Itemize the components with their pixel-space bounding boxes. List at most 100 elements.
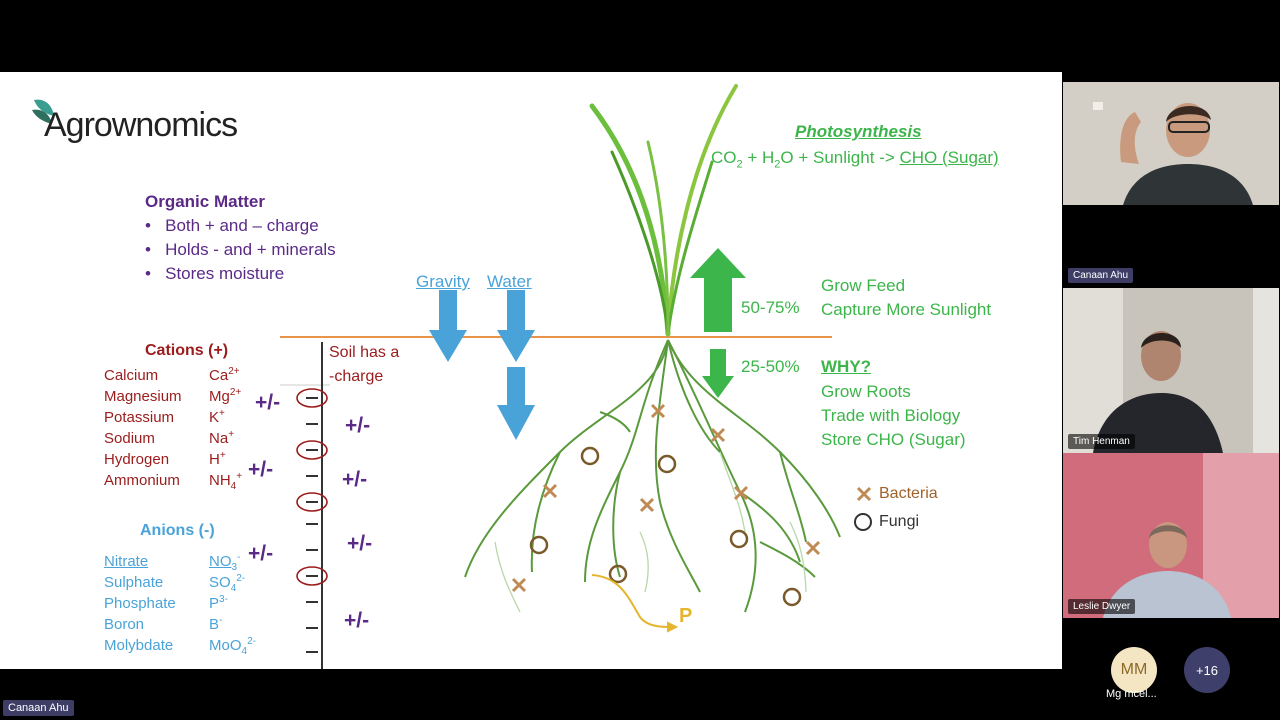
plus-minus-sign: +/- bbox=[342, 468, 368, 491]
bacteria-legend-icon bbox=[856, 486, 872, 502]
ion-symbol: NH bbox=[209, 472, 231, 489]
leaf-logo-icon bbox=[32, 99, 54, 124]
gravity-arrow-icon bbox=[429, 290, 467, 362]
soil-charge-line1: Soil has a bbox=[329, 344, 400, 361]
phosphorus-label: P bbox=[679, 605, 693, 627]
ion-row: Hydrogen H+ bbox=[104, 450, 226, 468]
ion-symbol: SO bbox=[209, 574, 231, 591]
fungi-legend-icon bbox=[854, 513, 872, 531]
eq-part: CO bbox=[711, 148, 737, 167]
plus-minus-sign: +/- bbox=[248, 458, 274, 481]
ion-superscript: 2- bbox=[247, 636, 256, 647]
plus-minus-sign: +/- bbox=[344, 609, 370, 632]
participant-video-tile[interactable] bbox=[1063, 453, 1279, 618]
bacteria-markers bbox=[511, 403, 821, 593]
organic-matter-item: • Holds - and + minerals bbox=[145, 240, 336, 259]
ion-superscript: 2+ bbox=[229, 387, 242, 398]
up-arrow-icon bbox=[690, 248, 746, 332]
up-text-1: Grow Feed bbox=[821, 276, 906, 295]
ion-symbol: Ca bbox=[209, 367, 229, 384]
ion-name: Potassium bbox=[104, 409, 175, 426]
participant-name-badge: Canaan Ahu bbox=[1068, 268, 1134, 283]
ion-superscript: + bbox=[236, 471, 243, 482]
fungi-markers bbox=[529, 446, 802, 607]
soil-charge-line2: -charge bbox=[329, 368, 384, 385]
participant-avatar[interactable]: MM bbox=[1111, 647, 1157, 693]
ion-symbol: P bbox=[209, 595, 220, 612]
photosynthesis-title: Photosynthesis bbox=[795, 122, 922, 141]
om-item-text: Holds - and + minerals bbox=[165, 240, 336, 259]
person-silhouette-icon bbox=[1063, 453, 1279, 618]
eq-product: CHO (Sugar) bbox=[899, 148, 999, 167]
photosynthesis-equation: CO2 + H2O + Sunlight -> CHO (Sugar) bbox=[711, 148, 999, 170]
up-text-2: Capture More Sunlight bbox=[821, 300, 992, 319]
water-label: Water bbox=[487, 272, 532, 291]
down-percent: 25-50% bbox=[741, 357, 800, 376]
ion-symbol: Na bbox=[209, 430, 229, 447]
fungi-legend-label: Fungi bbox=[879, 513, 920, 530]
phosphorus-arrow-icon bbox=[591, 574, 679, 633]
om-item-text: Stores moisture bbox=[165, 264, 285, 283]
ion-subscript: 3 bbox=[231, 562, 238, 573]
more-participants-button[interactable]: +16 bbox=[1184, 647, 1230, 693]
ion-name: Hydrogen bbox=[104, 451, 170, 468]
ion-symbol: K bbox=[209, 409, 220, 426]
ion-superscript: - bbox=[219, 615, 223, 626]
ion-name: Boron bbox=[104, 616, 145, 633]
participant-video-tile[interactable] bbox=[1063, 288, 1279, 453]
ion-symbol: Mg bbox=[209, 388, 230, 405]
down-arrow-icon bbox=[702, 349, 734, 398]
ion-subscript: 4 bbox=[241, 646, 248, 657]
plus-minus-sign: +/- bbox=[345, 414, 371, 437]
ion-superscript: + bbox=[219, 450, 226, 461]
why-item: Trade with Biology bbox=[821, 406, 961, 425]
eq-part: O + Sunlight -> bbox=[780, 148, 900, 167]
ion-superscript: 2+ bbox=[228, 366, 240, 377]
fine-roots bbox=[494, 451, 807, 613]
ion-symbol: H bbox=[209, 451, 220, 468]
participant-video-tile[interactable] bbox=[1063, 82, 1279, 205]
participant-name-badge: Tim Henman bbox=[1068, 434, 1135, 449]
plus-minus-sign: +/- bbox=[248, 542, 274, 565]
avatar-initials: MM bbox=[1120, 661, 1148, 678]
ion-symbol: B bbox=[209, 616, 220, 633]
more-count: +16 bbox=[1195, 662, 1219, 678]
ion-name: Phosphate bbox=[104, 595, 176, 612]
ion-superscript: 2- bbox=[236, 573, 246, 584]
eq-part: + H bbox=[742, 148, 775, 167]
soil-diagram bbox=[280, 84, 872, 669]
om-item-text: Both + and – charge bbox=[165, 216, 319, 235]
organic-matter-item: • Both + and – charge bbox=[145, 216, 319, 235]
up-percent: 50-75% bbox=[741, 298, 800, 317]
eq-sub: 2 bbox=[736, 158, 743, 171]
ion-symbol: NO bbox=[209, 553, 232, 570]
logo-text: Agrownomics bbox=[44, 106, 238, 144]
ion-row: Magnesium Mg2+ bbox=[104, 387, 241, 405]
ion-name: Magnesium bbox=[104, 388, 182, 405]
organic-matter-title: Organic Matter bbox=[145, 192, 265, 211]
ion-row: Molybdate MoO42- bbox=[104, 636, 256, 657]
avatar-name: Mg mcel... bbox=[1106, 688, 1157, 700]
anions-title: Anions (-) bbox=[140, 522, 215, 539]
plant-leaves-icon bbox=[589, 84, 738, 337]
ion-symbol: MoO bbox=[209, 637, 242, 654]
ion-name: Molybdate bbox=[104, 637, 174, 654]
participant-name-badge: Leslie Dwyer bbox=[1068, 599, 1136, 614]
plus-minus-sign: +/- bbox=[255, 391, 281, 414]
ion-name: Calcium bbox=[104, 367, 159, 384]
cations-title: Cations (+) bbox=[145, 342, 229, 359]
organic-matter-item: • Stores moisture bbox=[145, 264, 285, 283]
why-item: Store CHO (Sugar) bbox=[821, 430, 966, 449]
person-silhouette-icon bbox=[1063, 288, 1279, 453]
ion-name: Sulphate bbox=[104, 574, 164, 591]
charge-ticks bbox=[306, 397, 318, 653]
water-arrow-icon bbox=[497, 290, 535, 440]
ion-row: Potassium K+ bbox=[104, 408, 225, 426]
ion-name: Nitrate bbox=[104, 553, 149, 570]
ion-row: Boron B- bbox=[104, 615, 222, 633]
ion-superscript: + bbox=[219, 408, 225, 419]
